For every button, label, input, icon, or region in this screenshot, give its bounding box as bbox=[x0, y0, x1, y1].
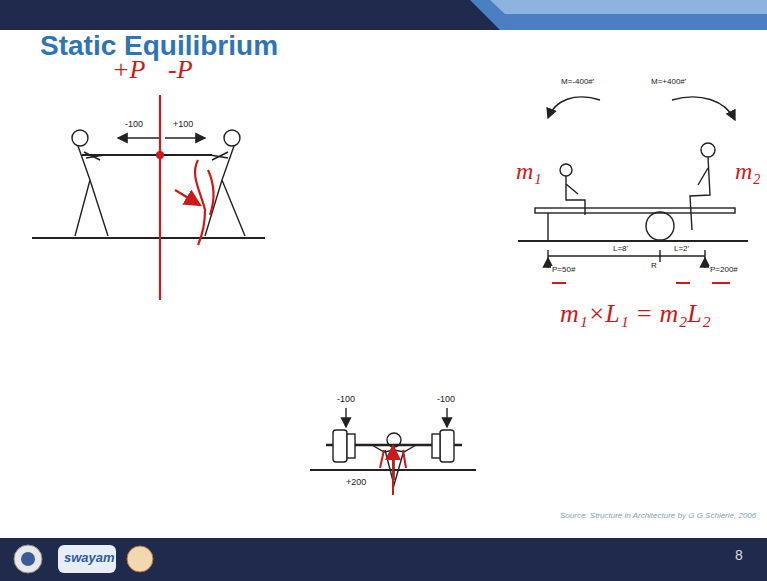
moment-label: M=+400#' bbox=[650, 78, 687, 87]
logo-text: swayam bbox=[64, 551, 115, 565]
handwritten-note: -P bbox=[168, 56, 193, 85]
dimension-label: L=8' bbox=[612, 245, 629, 254]
handwritten-equation: m₁×L₁ = m₂L₂ bbox=[560, 300, 711, 329]
force-value: -100 bbox=[124, 120, 144, 130]
force-value: +200 bbox=[345, 478, 367, 488]
reaction-label: R bbox=[650, 262, 658, 271]
handwritten-note: +P bbox=[112, 56, 145, 85]
load-label: P=50# bbox=[551, 266, 576, 275]
slide-title: Static Equilibrium bbox=[40, 30, 278, 62]
force-value: -100 bbox=[436, 395, 456, 405]
force-value: +100 bbox=[172, 120, 194, 130]
mass-label: m₂ bbox=[735, 158, 761, 184]
mass-label: m₁ bbox=[516, 158, 542, 184]
load-label: P=200# bbox=[709, 266, 739, 275]
force-value: -100 bbox=[336, 395, 356, 405]
dimension-label: L=2' bbox=[673, 245, 690, 254]
source-note: Source: Structure in Architecture by G G… bbox=[560, 512, 756, 521]
moment-label: M=-400#' bbox=[560, 78, 595, 87]
page-number: 8 bbox=[735, 548, 743, 563]
